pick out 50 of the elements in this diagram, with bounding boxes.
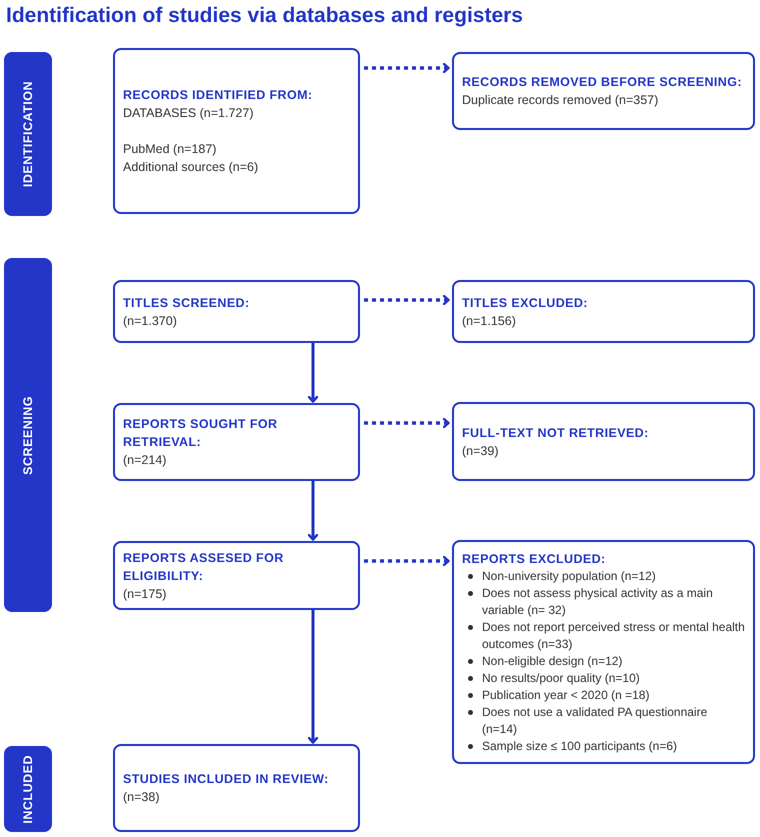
- process-box: [113, 541, 360, 610]
- box-heading: RECORDS REMOVED BEFORE SCREENING:: [462, 74, 743, 91]
- arrow: [364, 418, 450, 428]
- stage-band: [4, 52, 52, 216]
- arrow: [364, 294, 450, 306]
- box-heading: REPORTS ASSESED FOR ELIGIBILITY:: [123, 550, 285, 584]
- box-heading: STUDIES INCLUDED IN REVIEW:: [123, 771, 330, 788]
- process-box: [452, 52, 755, 130]
- process-box: [113, 744, 360, 832]
- process-box: [113, 403, 360, 481]
- process-box: [452, 402, 755, 481]
- diagram-title: Identification of studies via databases and registers: [6, 4, 523, 28]
- process-box: [452, 280, 755, 343]
- exclusion-reason: Does not use a validated PA questionnaire (n=14): [482, 704, 708, 738]
- arrow: [308, 343, 318, 403]
- exclusion-reason: Non-university population (n=12): [482, 568, 656, 585]
- exclusion-reason: No results/poor quality (n=10): [482, 670, 640, 687]
- process-box: [113, 48, 360, 214]
- count-text: Duplicate records removed (n=357): [462, 92, 660, 109]
- exclusion-reason: Sample size ≤ 100 participants (n=6): [482, 738, 678, 755]
- stage-band: [4, 258, 52, 612]
- count-text: (n=1.156): [462, 312, 517, 330]
- arrow: [364, 62, 450, 74]
- box-heading: REPORTS EXCLUDED:: [462, 551, 607, 568]
- stage-label: INCLUDED: [21, 754, 35, 824]
- stage-band: [4, 746, 52, 832]
- box-heading: REPORTS SOUGHT FOR RETRIEVAL:: [123, 416, 278, 451]
- process-box: [452, 540, 755, 764]
- exclusion-reason: Publication year < 2020 (n =18): [482, 687, 650, 704]
- count-text: (n=38): [123, 789, 160, 806]
- count-text: DATABASES (n=1.727): [123, 105, 254, 122]
- exclusion-reason: Non-eligible design (n=12): [482, 653, 622, 670]
- arrow: [308, 610, 318, 744]
- stage-label: SCREENING: [21, 396, 35, 474]
- box-heading: TITLES SCREENED:: [123, 294, 251, 312]
- arrow: [308, 481, 318, 541]
- box-heading: RECORDS IDENTIFIED FROM:: [123, 87, 314, 104]
- count-text: (n=1.370): [123, 312, 178, 330]
- count-text: (n=175): [123, 586, 168, 602]
- count-text: (n=214): [123, 452, 168, 469]
- box-heading: FULL-TEXT NOT RETRIEVED:: [462, 424, 650, 442]
- process-box: [113, 280, 360, 343]
- exclusion-reason: Does not assess physical activity as a main variable (n= 32): [482, 585, 714, 619]
- count-text: PubMed (n=187): [123, 141, 218, 158]
- count-text: Additional sources (n=6): [123, 159, 260, 176]
- stage-label: IDENTIFICATION: [21, 80, 35, 188]
- arrow: [364, 556, 450, 566]
- box-heading: TITLES EXCLUDED:: [462, 294, 589, 312]
- exclusion-reason: Does not report perceived stress or mental health outcomes (n=33): [482, 619, 745, 653]
- count-text: (n=39): [462, 442, 500, 460]
